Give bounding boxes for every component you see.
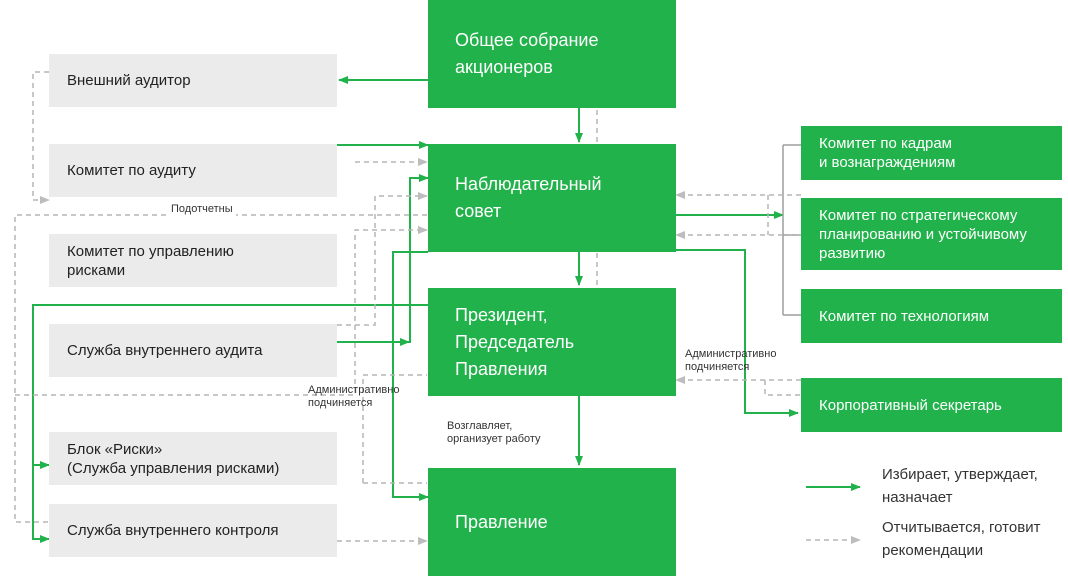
tech-committee-label: Комитет по технологиям bbox=[819, 307, 990, 325]
supervisory-board-box: Наблюдательный совет bbox=[428, 144, 676, 252]
edge-risk-block-board bbox=[15, 226, 428, 396]
external-auditor-label: Внешний аудитор bbox=[67, 72, 191, 89]
edge-external-audit-report bbox=[32, 71, 50, 204]
accountable-note: Подотчетны bbox=[168, 203, 236, 216]
audit-committee-label: Комитет по аудиту bbox=[67, 162, 196, 179]
corporate-secretary-box: Корпоративный секретарь bbox=[801, 378, 1062, 432]
edge-board-secretary bbox=[676, 249, 799, 417]
legend-dashed-label: Отчитывается, готовит рекомендации bbox=[882, 519, 1041, 559]
internal-control-label: Служба внутреннего контроля bbox=[67, 522, 279, 539]
audit-committee-box: Комитет по аудиту bbox=[49, 144, 337, 197]
external-auditor-box: Внешний аудитор bbox=[49, 54, 337, 107]
leads-note: Возглавляет, организует работу bbox=[447, 420, 541, 445]
internal-control-box: Служба внутреннего контроля bbox=[49, 504, 337, 557]
risk-committee-box: Комитет по управлению рисками bbox=[49, 234, 337, 287]
risk-committee-label: Комитет по управлению рисками bbox=[67, 242, 234, 279]
legend-solid-label: Избирает, утверждает, назначает bbox=[882, 466, 1038, 506]
edge-committee-bus bbox=[782, 144, 801, 316]
tech-committee-box: Комитет по технологиям bbox=[801, 289, 1062, 343]
internal-audit-label: Служба внутреннего аудита bbox=[67, 342, 263, 359]
president-box: Президент, Председатель Правления bbox=[428, 288, 676, 396]
edge-president-risk-units bbox=[32, 304, 428, 543]
risk-block-box: Блок «Риски» (Служба управления рисками) bbox=[49, 432, 337, 485]
admin-subordinate-right-note: Административно подчиняется bbox=[685, 348, 777, 373]
risk-block-label: Блок «Риски» (Служба управления рисками) bbox=[67, 440, 280, 477]
edge-internal-audit-board bbox=[337, 174, 429, 343]
corporate-secretary-label: Корпоративный секретарь bbox=[819, 396, 1002, 414]
management-board-box: Правление bbox=[428, 468, 676, 576]
admin-subordinate-left-note: Административно подчиняется bbox=[308, 384, 400, 409]
hr-committee-box: Комитет по кадрам и вознаграждениям bbox=[801, 126, 1062, 180]
supervisory-board-label: Наблюдательный совет bbox=[455, 174, 602, 221]
strategy-committee-label: Комитет по стратегическому планированию … bbox=[819, 206, 1027, 262]
hr-committee-label: Комитет по кадрам и вознаграждениям bbox=[819, 135, 956, 171]
internal-audit-box: Служба внутреннего аудита bbox=[49, 324, 337, 377]
management-board-label: Правление bbox=[455, 511, 548, 532]
edge-internal-audit-board-report bbox=[337, 192, 428, 326]
president-label: Президент, Председатель Правления bbox=[455, 304, 575, 379]
strategy-committee-box: Комитет по стратегическому планированию … bbox=[801, 198, 1062, 270]
shareholders-meeting-box: Общее собрание акционеров bbox=[428, 0, 676, 108]
shareholders-meeting-label: Общее собрание акционеров bbox=[455, 30, 599, 77]
